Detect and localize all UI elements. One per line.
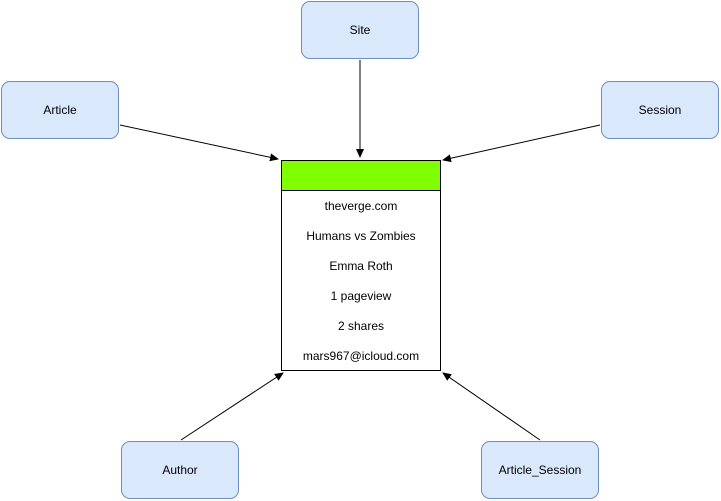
site-node-label: Site — [349, 23, 371, 37]
article-session-node[interactable]: Article_Session — [481, 441, 599, 499]
record-row-pageviews: 1 pageview — [330, 289, 392, 303]
author-node-label: Author — [162, 463, 198, 477]
edge-article-session-to-record — [442, 372, 541, 441]
session-node-label: Session — [638, 103, 682, 117]
session-node[interactable]: Session — [601, 81, 719, 139]
article-session-node-label: Article_Session — [498, 463, 582, 477]
record-table[interactable]: theverge.com Humans vs Zombies Emma Roth… — [281, 160, 441, 371]
record-row-author: Emma Roth — [329, 259, 393, 273]
edge-author-to-record — [180, 372, 284, 441]
record-row-site: theverge.com — [324, 199, 398, 213]
site-node[interactable]: Site — [301, 1, 419, 59]
record-header — [282, 161, 440, 191]
edge-session-to-record — [442, 124, 601, 163]
edge-article-to-record — [119, 124, 279, 162]
article-node-label: Article — [43, 103, 77, 117]
article-node[interactable]: Article — [1, 81, 119, 139]
record-row-article: Humans vs Zombies — [306, 229, 416, 243]
author-node[interactable]: Author — [121, 441, 239, 499]
record-row-shares: 2 shares — [337, 319, 385, 333]
record-row-email: mars967@icloud.com — [302, 349, 420, 363]
